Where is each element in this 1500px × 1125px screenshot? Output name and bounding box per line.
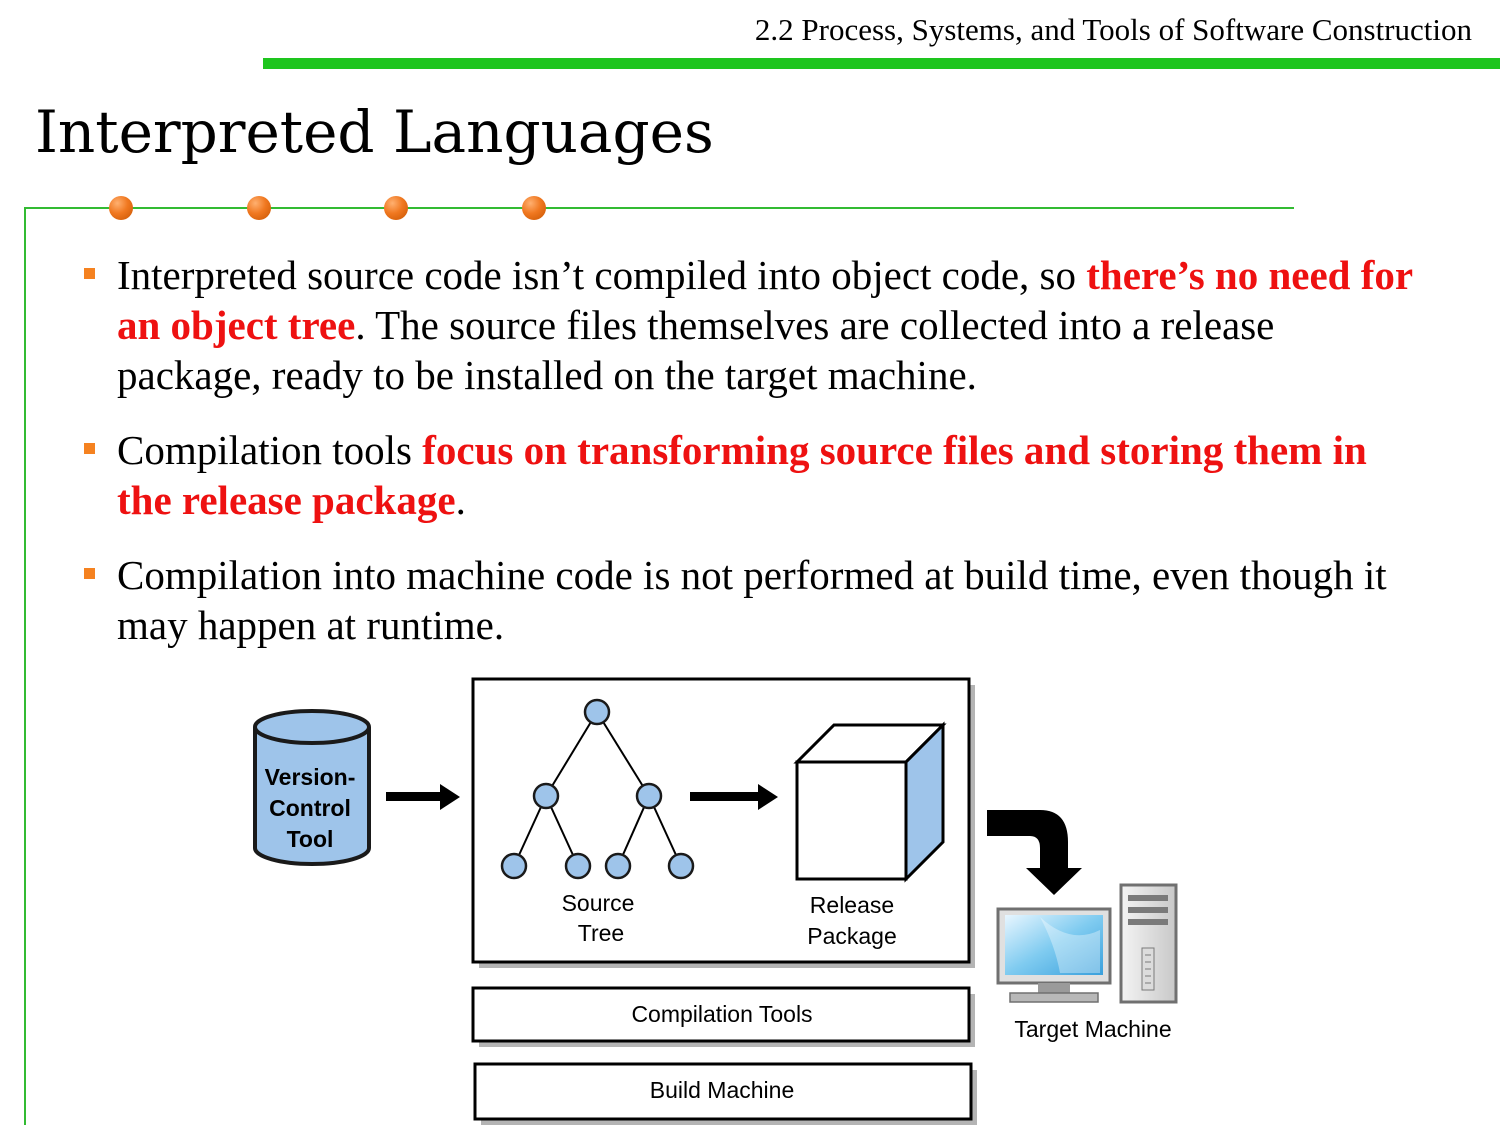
orange-dot-1	[109, 196, 133, 220]
compilation-tools-box	[471, 986, 971, 1043]
bullet-marker	[84, 268, 95, 279]
arrow-right-icon	[690, 784, 778, 810]
arrow-right-icon	[386, 784, 460, 810]
vcs-label-line2: Control	[269, 795, 351, 821]
bullet-item-3: Compilation into machine code is not per…	[84, 550, 1417, 650]
orange-dot-2	[247, 196, 271, 220]
bullet-text-post: . The source files themselves are collec…	[117, 302, 1275, 398]
orange-dot-3	[384, 196, 408, 220]
release-package-cube-icon	[793, 721, 947, 883]
header-green-bar	[263, 58, 1500, 69]
build-machine-label: Build Machine	[650, 1077, 794, 1103]
target-machine-label: Target Machine	[1014, 1016, 1171, 1042]
vcs-label-line3: Tool	[287, 826, 334, 852]
orange-dot-4	[522, 196, 546, 220]
bullet-text-pre: Compilation into machine code is not per…	[117, 552, 1387, 648]
bullet-item-2: Compilation tools focus on transforming …	[84, 425, 1417, 525]
computer-tower-icon	[1119, 883, 1178, 1004]
bullet-text-highlight: focus on transforming source files and s…	[117, 427, 1367, 523]
release-package-label-line1: Release	[810, 892, 894, 918]
bullet-item-1: Interpreted source code isn’t compiled i…	[84, 250, 1417, 400]
bullet-list: Interpreted source code isn’t compiled i…	[84, 250, 1417, 675]
bullet-text-post: .	[455, 477, 466, 523]
curved-arrow-down-icon	[987, 810, 1082, 895]
vcs-label-line1: Version-	[265, 764, 356, 790]
slide-title: Interpreted Languages	[35, 98, 714, 166]
monitor-icon	[996, 907, 1112, 1003]
bullet-marker	[84, 443, 95, 454]
source-tree-label-line1: Source	[562, 890, 635, 916]
bullet-text-pre: Interpreted source code isn’t compiled i…	[117, 252, 1087, 298]
release-package-label-line2: Package	[807, 923, 897, 949]
source-tree-label-line2: Tree	[578, 920, 624, 946]
bullet-text-pre: Compilation tools	[117, 427, 423, 473]
section-header-title: 2.2 Process, Systems, and Tools of Softw…	[754, 12, 1472, 47]
build-machine-box	[473, 1062, 973, 1121]
bullet-marker	[84, 568, 95, 579]
frame-left-line	[24, 207, 26, 1125]
frame-top-line	[24, 207, 1294, 209]
bullet-text-highlight: there’s no need for an object tree	[117, 252, 1413, 348]
tree-nodes	[500, 698, 695, 880]
compilation-tools-label: Compilation Tools	[631, 1001, 812, 1027]
version-control-cylinder	[253, 709, 371, 866]
